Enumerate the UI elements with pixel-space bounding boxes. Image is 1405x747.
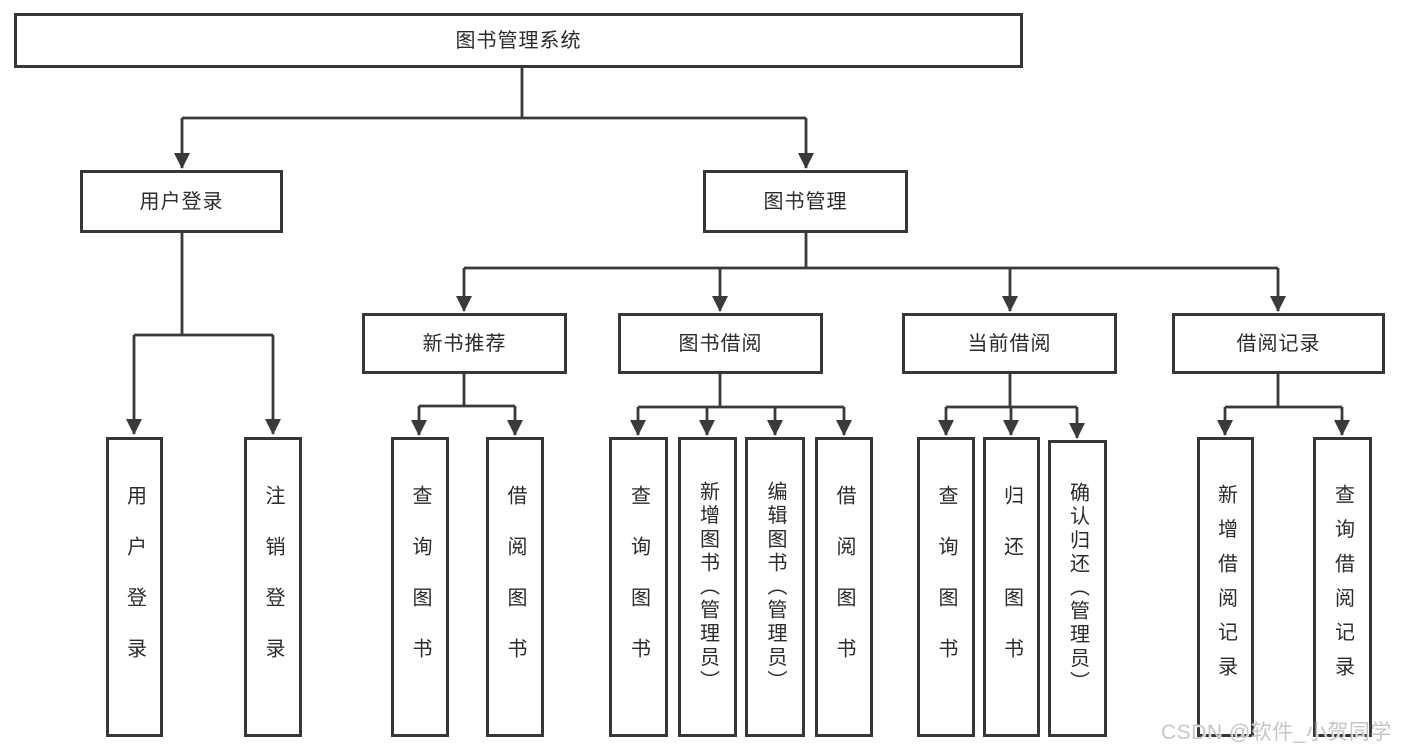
csdn-watermark: CSDN @软件_小贺同学 — [1161, 721, 1392, 744]
node-current-borrowing: 当前借阅 — [902, 313, 1117, 374]
leaf-borrow-books-recommend: 借阅图书 — [486, 437, 544, 737]
leaf-logout: 注销登录 — [244, 437, 302, 737]
leaf-query-books-current: 查询图书 — [917, 437, 975, 737]
node-book-borrowing: 图书借阅 — [618, 313, 823, 374]
leaf-query-books-recommend: 查询图书 — [391, 437, 449, 737]
node-borrow-records: 借阅记录 — [1172, 313, 1385, 374]
leaf-borrow-books: 借阅图书 — [815, 437, 873, 737]
leaf-user-login: 用户登录 — [106, 437, 163, 737]
node-library-system: 图书管理系统 — [14, 13, 1023, 68]
leaf-query-borrow-record: 查询借阅记录 — [1313, 437, 1372, 737]
node-book-management: 图书管理 — [703, 170, 908, 233]
leaf-add-books-admin: 新增图书（管理员） — [678, 437, 737, 737]
leaf-confirm-return-admin: 确认归还（管理员） — [1048, 440, 1107, 737]
leaf-return-books: 归还图书 — [983, 437, 1040, 737]
leaf-edit-books-admin: 编辑图书（管理员） — [745, 437, 805, 737]
leaf-add-borrow-record: 新增借阅记录 — [1197, 437, 1254, 737]
node-user-login: 用户登录 — [80, 170, 283, 233]
node-new-book-recommend: 新书推荐 — [362, 313, 567, 374]
leaf-query-books-borrowing: 查询图书 — [609, 437, 668, 737]
